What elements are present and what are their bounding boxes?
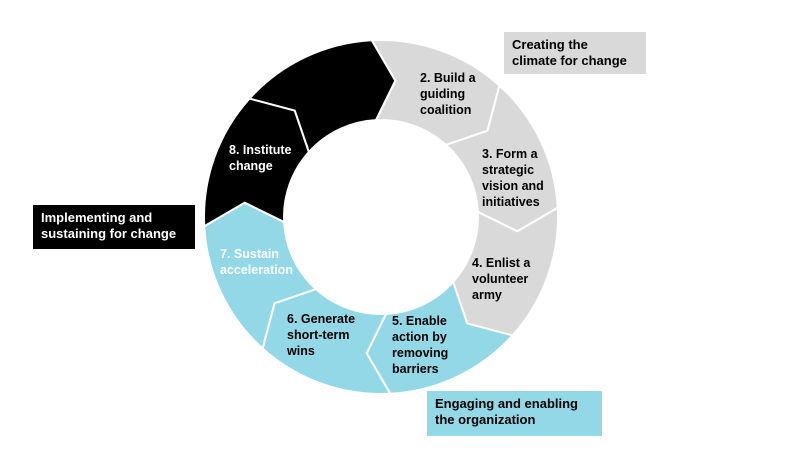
segment-label-5-line-3: removing (392, 346, 448, 360)
cycle-segment-8 (247, 39, 397, 155)
segment-label-1-1-create-a-sense-of-urgency: 1. Create a sense of urgency (310, 61, 374, 107)
segment-label-2-line-1: 2. Build a (420, 71, 477, 85)
segment-label-1-line-2: sense of (310, 77, 362, 91)
segment-label-2-2-build-a-guiding-coalition: 2. Build a guiding coalition (420, 71, 477, 117)
segment-label-4-line-1: 4. Enlist a (472, 256, 531, 270)
phase-box-creating-climate: Creating the climate for change (504, 32, 646, 74)
phase-box-engaging-enabling: Engaging and enabling the organization (427, 391, 602, 436)
phase-box-implement-line1: Implementing and (41, 210, 153, 225)
segment-label-1-line-1: 1. Create a (310, 61, 374, 75)
segment-label-6-line-2: short-term (287, 328, 350, 342)
segment-label-8-line-2: change (229, 159, 273, 173)
segment-label-6-line-1: 6. Generate (287, 312, 355, 326)
segment-label-3-line-1: 3. Form a (482, 147, 539, 161)
phase-box-engage-line1: Engaging and enabling (435, 396, 578, 411)
segment-label-2-line-3: coalition (420, 103, 471, 117)
segment-label-3-line-2: strategic (482, 163, 534, 177)
segment-label-3-3-form-a-strategic-vision-and-initiatives: 3. Form a strategic vision and initiatives (482, 147, 544, 209)
segment-label-7-line-1: 7. Sustain (220, 247, 279, 261)
segment-label-6-line-3: wins (286, 344, 315, 358)
segment-label-1-line-3: urgency (310, 93, 359, 107)
segment-label-6-6-generate-short-term-wins: 6. Generate short-term wins (286, 312, 355, 358)
segment-label-5-line-4: barriers (392, 362, 439, 376)
segment-label-2-line-2: guiding (420, 87, 465, 101)
segment-label-8-8-institute-change: 8. Institute change (229, 143, 292, 173)
segment-label-7-7-sustain-acceleration: 7. Sustain acceleration (220, 247, 293, 277)
segment-label-4-4-enlist-a-volunteer-army: 4. Enlist a volunteer army (472, 256, 531, 302)
phase-box-climate-line2: climate for change (512, 53, 627, 68)
segment-label-3-line-4: initiatives (482, 195, 540, 209)
segment-label-3-line-3: vision and (482, 179, 544, 193)
segment-label-5-5-enable-action-by-removing-barriers: 5. Enable action by removing barriers (392, 314, 448, 376)
phase-box-implementing-sustaining: Implementing and sustaining for change (33, 205, 195, 249)
phase-box-implement-line2: sustaining for change (41, 226, 177, 241)
segment-label-7-line-2: acceleration (220, 263, 293, 277)
segment-label-4-line-3: army (472, 288, 502, 302)
segment-label-5-line-1: 5. Enable (392, 314, 447, 328)
segment-label-8-line-1: 8. Institute (229, 143, 292, 157)
segment-label-5-line-2: action by (392, 330, 447, 344)
segment-label-4-line-2: volunteer (472, 272, 528, 286)
phase-box-climate-line1: Creating the (512, 37, 588, 52)
phase-box-engage-line2: the organization (435, 412, 536, 427)
